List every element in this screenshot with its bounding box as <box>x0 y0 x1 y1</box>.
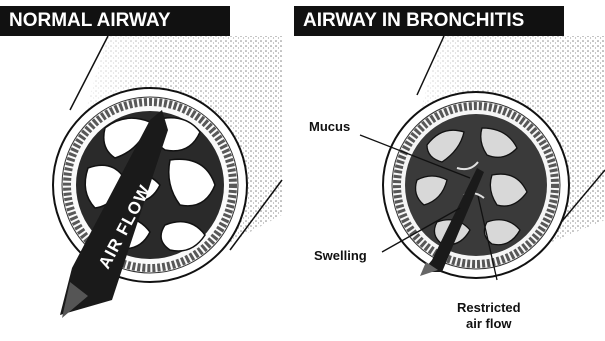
normal-airway-panel: AIR FLOW NORMAL AIRWAY <box>0 0 292 341</box>
mucus-label: Mucus <box>309 119 350 135</box>
swelling-label: Swelling <box>314 248 367 264</box>
restricted-airflow-label: Restricted air flow <box>457 300 521 332</box>
restricted-airflow-line1: Restricted <box>457 300 521 316</box>
restricted-airflow-line2: air flow <box>457 316 521 332</box>
normal-airway-title: NORMAL AIRWAY <box>0 6 230 36</box>
bronchitis-airway-illustration <box>292 0 605 341</box>
normal-airway-illustration: AIR FLOW <box>0 0 292 341</box>
bronchitis-airway-title: AIRWAY IN BRONCHITIS <box>294 6 564 36</box>
bronchitis-airway-panel: AIRWAY IN BRONCHITIS Mucus Swelling Rest… <box>292 0 605 341</box>
